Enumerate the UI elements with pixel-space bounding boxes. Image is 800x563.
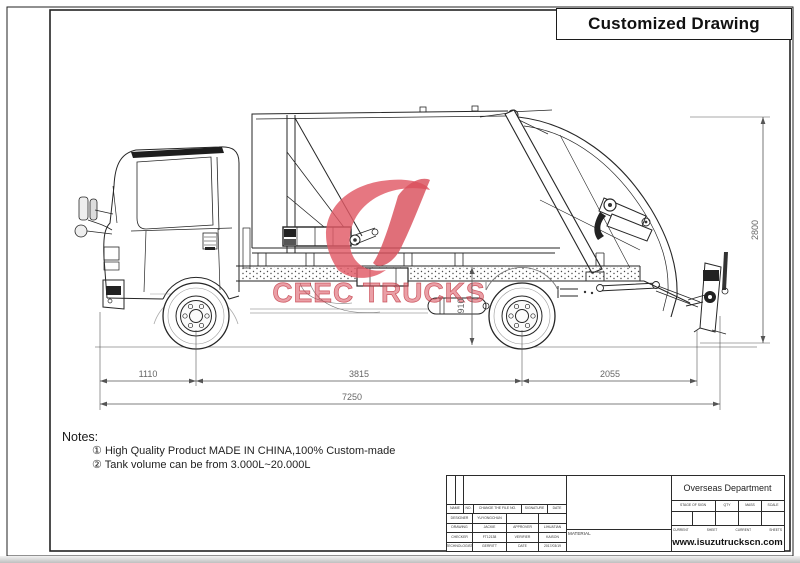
cell <box>693 512 716 525</box>
watermark: CEEC TRUCKS <box>272 178 485 308</box>
rear-lifter <box>685 252 729 335</box>
cell <box>671 512 693 525</box>
th-scale: SCALE <box>767 503 779 508</box>
dim-overall-height: 2800 <box>750 220 760 240</box>
dim-rear-overhang: 2055 <box>600 369 620 379</box>
cell: YUYONGCHUN <box>473 514 507 523</box>
material-label: MATERIAL <box>568 531 591 536</box>
left-mirror <box>78 196 89 221</box>
cell <box>739 512 762 525</box>
personnel-row: DRAWING JACKIE APPROVER LIHUATIAN <box>447 522 566 533</box>
claw-hook <box>594 212 606 240</box>
note-item: ② Tank volume can be from 3.000L~20.000L <box>92 459 311 471</box>
cell: FT12138 <box>473 533 507 542</box>
stage-header-row: STAGE OF SIGN QTY MASS SCALE <box>671 501 784 511</box>
cell <box>716 512 739 525</box>
th-date: DATE <box>552 506 562 511</box>
personnel-row: CHECKER FT12138 VERIFIER KAISON <box>447 532 566 542</box>
th-qty: QTY <box>716 501 739 511</box>
front-wheel <box>153 282 239 350</box>
truck-cab <box>74 146 251 310</box>
dim-frame-height: 910 <box>456 298 466 313</box>
label: CURRENT <box>735 527 752 532</box>
right-mirror <box>89 198 98 221</box>
cell: DRAWING <box>447 523 473 533</box>
th-signature: SIGNATURE <box>522 505 548 514</box>
sheet-count-row: CURRENT SHEET CURRENT SHEETS <box>671 525 784 533</box>
front-bumper <box>102 279 125 310</box>
title-block: NAME NO. CHANGE THE FILE NO. SIGNATURE D… <box>446 475 785 552</box>
cell: DATE <box>507 542 539 551</box>
sheet-bottom-edge <box>0 556 800 563</box>
cell: DESIGNER <box>447 514 473 523</box>
divider <box>566 529 671 530</box>
notes-section: Notes: ① High Quality Product MADE IN CH… <box>62 430 395 472</box>
cab-roof-strip <box>131 147 224 158</box>
cell <box>539 514 566 522</box>
website-label: www.isuzutruckscn.com <box>672 536 783 548</box>
dim-overall-length: 7250 <box>342 392 362 402</box>
dim-wheelbase: 3815 <box>349 369 369 379</box>
label: SHEETS <box>769 527 782 532</box>
cell: GERRITT <box>473 542 507 551</box>
cell <box>507 514 539 523</box>
label: CURRENT <box>673 527 689 532</box>
truck-drawing <box>74 105 757 350</box>
cell: CHECKER <box>447 533 473 542</box>
rear-wheel <box>488 282 556 350</box>
th-name: NAME <box>447 505 464 514</box>
note-item: ① High Quality Product MADE IN CHINA,100… <box>92 445 396 457</box>
front-wheel-arch <box>162 276 230 300</box>
divider <box>455 476 456 504</box>
spot-mirror <box>74 224 88 238</box>
th-stage: STAGE OF SIGN <box>671 501 716 511</box>
divider <box>566 476 567 551</box>
cab-back-panel <box>242 227 251 269</box>
label: SHEET <box>706 527 718 532</box>
cell: VERIFIER <box>507 533 539 542</box>
cell: LIHUATIAN <box>543 525 562 530</box>
th-no: NO. <box>464 505 474 514</box>
rear-mudguard <box>485 267 559 291</box>
dim-front-overhang: 1110 <box>139 369 158 379</box>
divider <box>463 476 464 504</box>
department-label: Overseas Department <box>671 476 784 501</box>
cell: APPROVER <box>507 523 539 533</box>
personnel-header-row: NAME NO. CHANGE THE FILE NO. SIGNATURE D… <box>447 504 566 514</box>
watermark-text: CEEC TRUCKS <box>272 277 485 308</box>
personnel-row: TECHNOLOGIST GERRITT DATE 2017/03/19 <box>447 541 566 551</box>
notes-label: Notes: <box>62 430 99 444</box>
cab-side-window <box>136 156 214 230</box>
th-mass: MASS <box>739 501 762 511</box>
drawing-title-box: Customized Drawing <box>556 8 792 40</box>
cell: TECHNOLOGIST <box>447 542 473 551</box>
cell <box>762 512 784 525</box>
dimension-annotations: 1110 3815 2055 7250 2800 910 <box>99 116 770 410</box>
stage-empty-row <box>671 511 784 525</box>
headlight <box>103 246 120 261</box>
cell: KAISON <box>546 534 559 539</box>
th-change: CHANGE THE FILE NO. <box>474 505 522 514</box>
page-title: Customized Drawing <box>588 14 760 33</box>
cell: 2017/03/19 <box>544 544 561 549</box>
personnel-row: DESIGNER YUYONGCHUN <box>447 513 566 523</box>
divider <box>671 476 672 551</box>
cell: JACKIE <box>473 523 507 533</box>
ceec-swoosh-logo <box>326 179 430 278</box>
